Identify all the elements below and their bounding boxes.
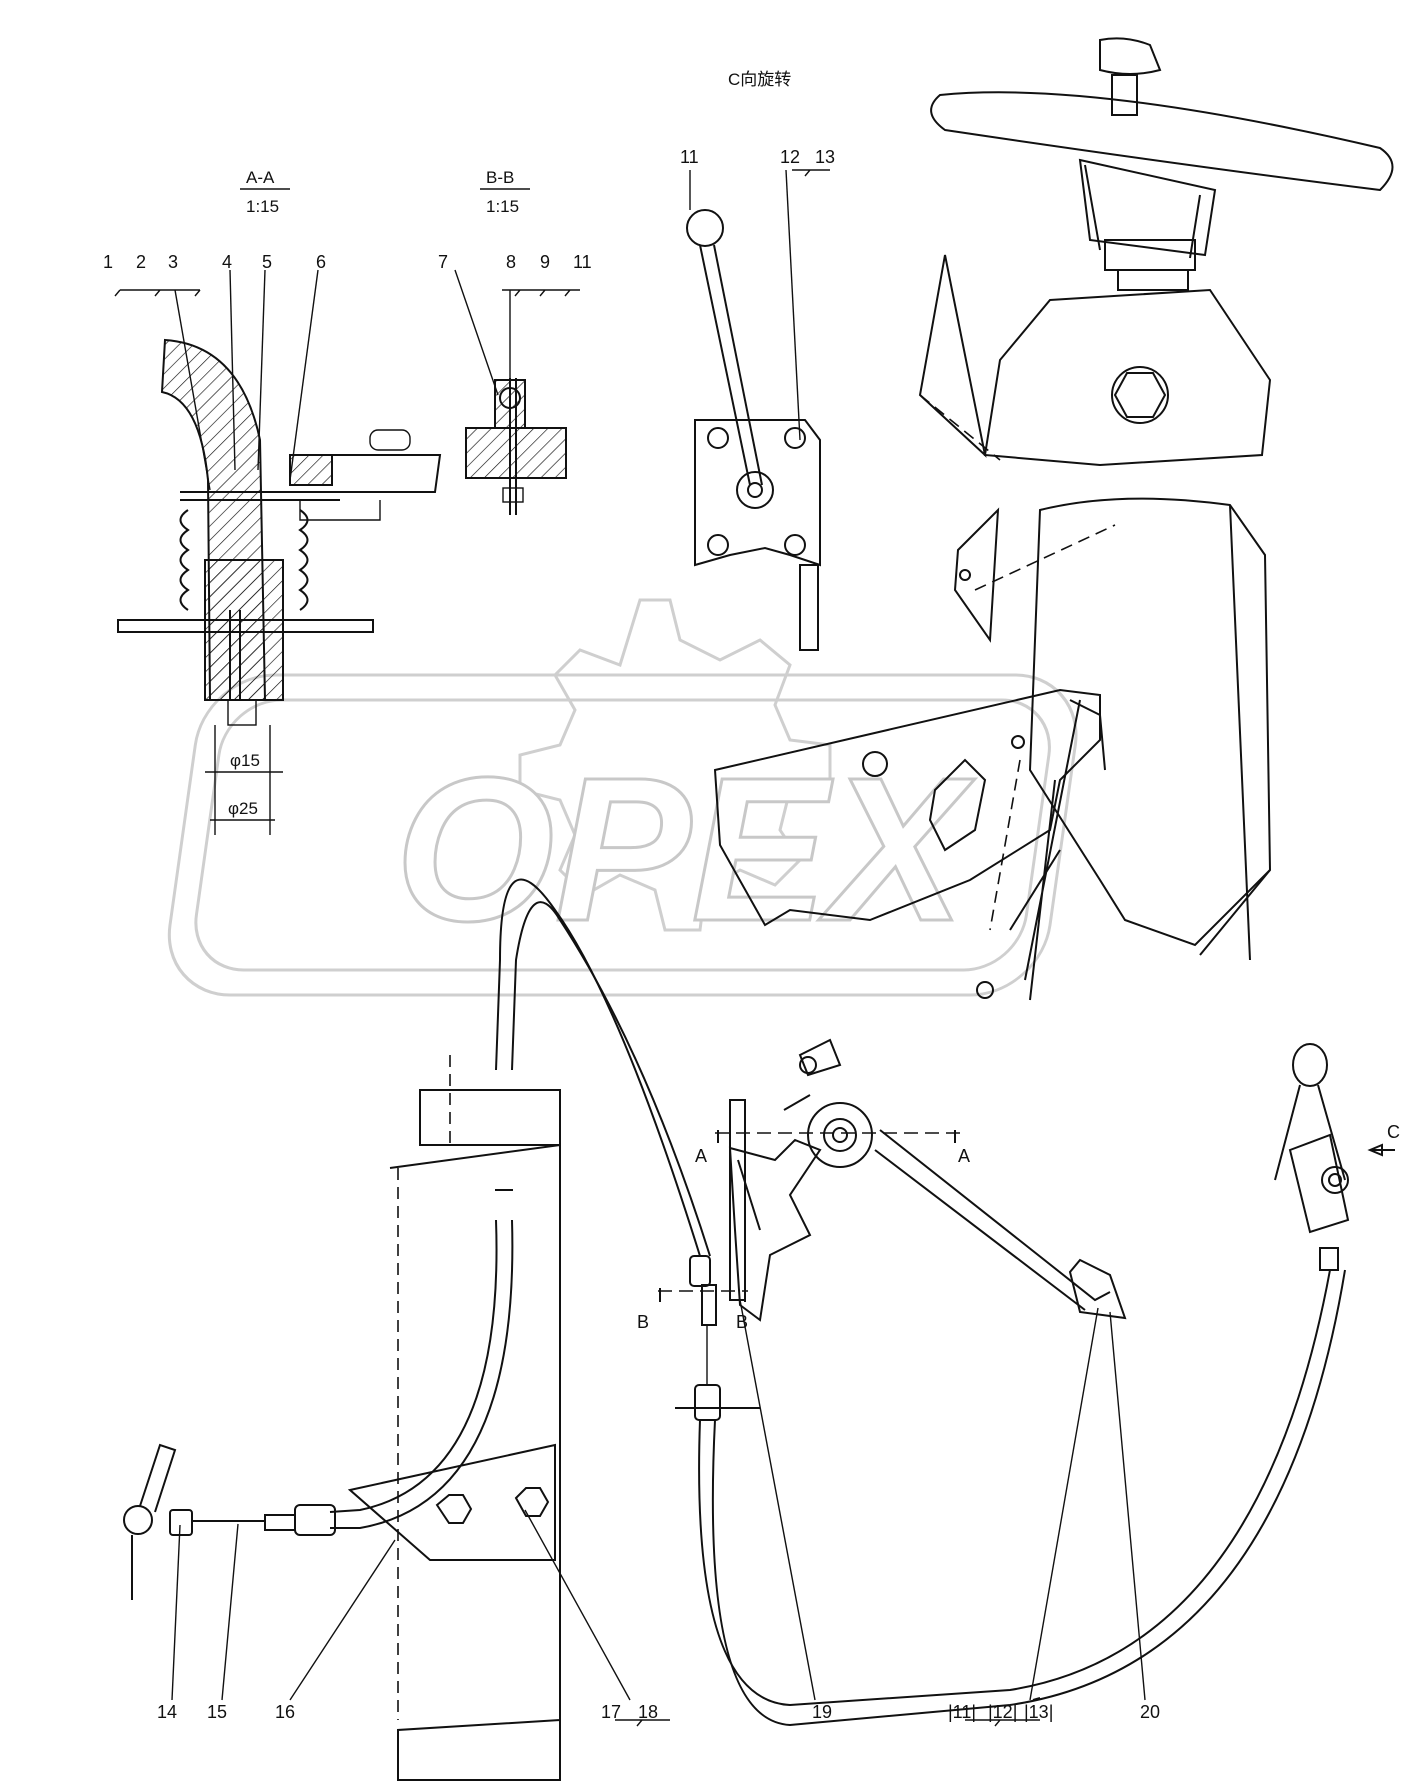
bottom-callouts: 14 15 16 17 18 19 |11| |12| |13| 20 — [157, 1299, 1160, 1727]
dimension-diameter-25: φ25 — [228, 799, 258, 818]
callout-17: 17 — [601, 1702, 621, 1722]
watermark-outer-frame — [167, 673, 1078, 997]
callout-11-bb: 11 — [573, 252, 592, 272]
section-bb-title: B-B — [486, 168, 514, 187]
callout-4: 4 — [222, 252, 232, 272]
callout-13-top: 13 — [815, 147, 835, 167]
callout-2: 2 — [136, 252, 146, 272]
callout-12-bottom: |12| — [988, 1702, 1017, 1722]
section-mark-b-left: B — [637, 1312, 649, 1332]
right-hand-lever: C — [1274, 1043, 1400, 1271]
callout-18: 18 — [638, 1702, 658, 1722]
left-panel-assembly — [123, 1055, 561, 1781]
callout-1: 1 — [103, 252, 113, 272]
callout-12-top: 12 — [780, 147, 800, 167]
callout-14: 14 — [157, 1702, 177, 1722]
section-aa-title: A-A — [246, 168, 275, 187]
watermark-text: OPEX — [395, 735, 975, 964]
section-aa-view: A-A 1:15 1 2 3 4 5 6 — [103, 168, 442, 835]
dimension-diameter-15: φ15 — [230, 751, 260, 770]
watermark-gear-icon — [518, 598, 832, 932]
view-rotation-note: C向旋转 — [728, 70, 791, 89]
callout-20: 20 — [1140, 1702, 1160, 1722]
callout-15: 15 — [207, 1702, 227, 1722]
section-mark-b-right: B — [736, 1312, 748, 1332]
bracket-assembly: 11 12 13 — [680, 147, 835, 651]
watermark: OPEX — [167, 598, 1078, 997]
steering-console — [713, 37, 1394, 1001]
callout-16: 16 — [275, 1702, 295, 1722]
control-cables — [329, 878, 1346, 1727]
watermark-inner-frame — [194, 698, 1051, 972]
callout-5: 5 — [262, 252, 272, 272]
section-mark-a-left: A — [695, 1146, 707, 1166]
view-mark-c: C — [1387, 1122, 1400, 1142]
callout-8: 8 — [506, 252, 516, 272]
pedal-linkage: A A B B — [637, 1038, 1127, 1421]
callout-3: 3 — [168, 252, 178, 272]
callout-6: 6 — [316, 252, 326, 272]
section-mark-a-right: A — [958, 1146, 970, 1166]
callout-19: 19 — [812, 1702, 832, 1722]
section-bb-view: B-B 1:15 7 8 9 11 — [438, 168, 592, 515]
callout-11-top: 11 — [680, 147, 699, 167]
section-aa-scale: 1:15 — [246, 197, 279, 216]
callout-7: 7 — [438, 252, 448, 272]
section-bb-scale: 1:15 — [486, 197, 519, 216]
callout-9: 9 — [540, 252, 550, 272]
callout-13-bottom: |13| — [1024, 1702, 1053, 1722]
callout-11-bottom: |11| — [948, 1702, 976, 1722]
